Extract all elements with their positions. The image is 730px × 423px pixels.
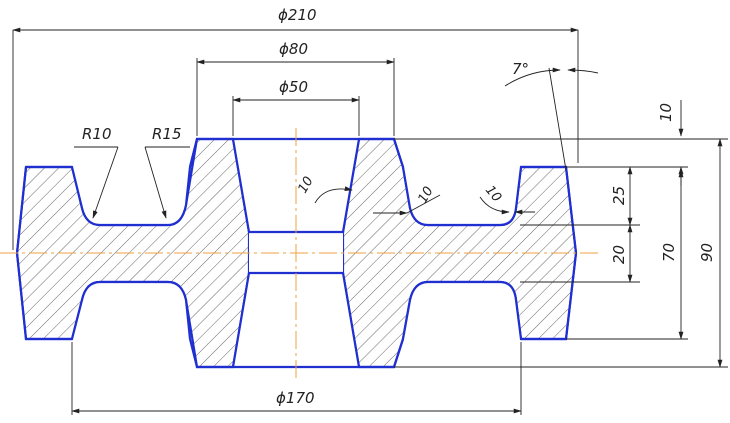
center-lines	[0, 128, 600, 378]
groove-top-left	[72, 167, 190, 225]
dim-height-25: 25	[610, 186, 628, 205]
groove-top-right	[403, 167, 521, 225]
dim-chamfer-left: 10	[295, 174, 316, 196]
dim-dia-groove: ϕ170	[276, 389, 315, 407]
groove-bottom-left	[72, 282, 190, 339]
dim-dia-bore: ϕ50	[279, 78, 308, 96]
dim-dia-hub: ϕ80	[279, 40, 308, 58]
dim-chamfer-mid: 10	[415, 184, 436, 206]
dim-height-70: 70	[660, 243, 678, 262]
dim-dia-outer: ϕ210	[278, 6, 317, 24]
dim-height-90: 90	[698, 243, 716, 262]
dimension-labels: ϕ210 ϕ80 ϕ50 ϕ170 R10 R15 7° 10 10 10 10…	[82, 6, 716, 407]
dim-height-20: 20	[610, 245, 628, 264]
groove-bottom-right	[403, 282, 521, 339]
dim-radius-large: R15	[152, 125, 182, 143]
dim-draft-angle: 7°	[512, 60, 529, 78]
dim-radius-small: R10	[82, 125, 112, 143]
dim-height-10: 10	[657, 103, 675, 122]
dimension-lines	[12, 27, 728, 415]
